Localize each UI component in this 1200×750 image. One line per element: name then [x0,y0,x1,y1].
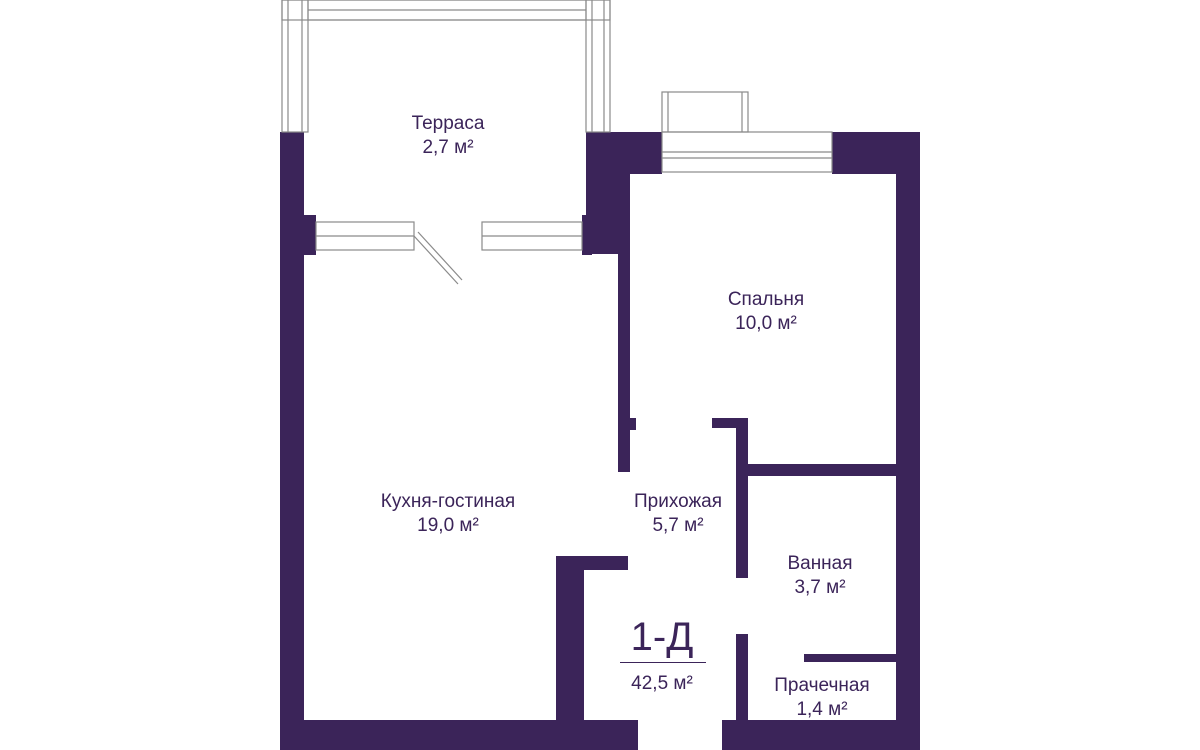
walls [280,132,920,750]
wall-bath-partition-top [712,418,748,428]
bedroom-window [661,91,833,173]
terrace-door-frames [315,221,583,285]
room-area: 2,7 м² [422,137,474,158]
room-label-hallway: Прихожая 5,7 м² [634,490,722,538]
room-label-bedroom: Спальня 10,0 м² [728,288,804,336]
wall-terrace-jamb [582,215,592,255]
wall-bedroom-left-stub [630,418,636,430]
room-area: 3,7 м² [794,577,846,598]
wall-step-notch [568,628,584,640]
apartment-divider [620,662,706,663]
room-area: 19,0 м² [417,515,479,536]
wall-bedroom-bath [736,464,908,476]
wall-bath-partition [736,418,748,578]
wall-step-vertical [556,556,584,750]
room-label-terrace: Терраса 2,7 м² [412,112,485,160]
room-name: Прихожая [633,491,723,512]
wall-bath-laundry [804,654,908,662]
room-label-kitchen: Кухня-гостиная 19,0 м² [381,490,515,538]
room-label-laundry: Прачечная 1,4 м² [774,674,869,722]
wall-bottom-mid [584,720,638,750]
room-area: 1,4 м² [796,699,848,720]
wall-bath-partition-lower [736,634,748,730]
terrace-glazing [281,0,611,133]
wall-bottom-right [722,720,920,750]
room-name: Прачечная [774,675,870,696]
apartment-total-area: 42,5 м² [631,673,693,694]
wall-bedroom-left [618,170,630,472]
wall-step-horizontal [556,556,628,570]
room-name: Кухня-гостиная [380,491,516,512]
wall-left [280,132,304,750]
room-label-bathroom: Ванная 3,7 м² [787,552,852,600]
wall-top-bedroom [628,132,662,174]
wall-left-jamb [304,215,316,255]
room-name: Терраса [411,113,485,134]
room-area: 5,7 м² [652,515,704,536]
wall-right [896,132,920,750]
room-name: Ванная [787,553,853,574]
wall-bottom-left [280,720,584,750]
room-name: Спальня [727,289,805,310]
apartment-code: 1-Д [630,615,694,659]
room-area: 10,0 м² [735,313,797,334]
